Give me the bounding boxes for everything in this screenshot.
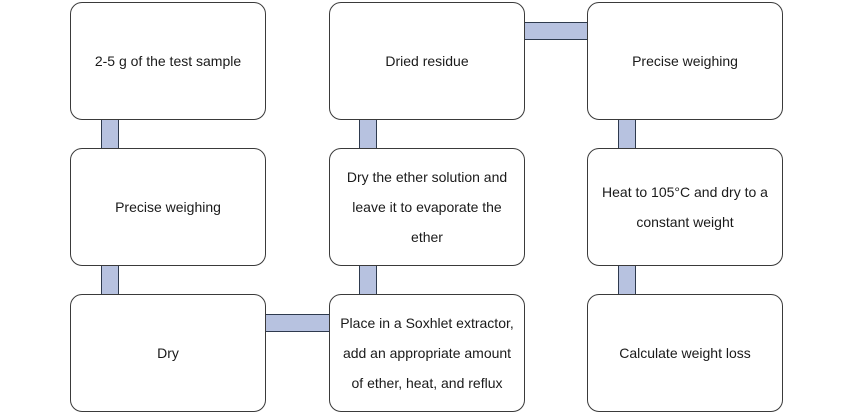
- step-dried-residue: Dried residue: [329, 2, 525, 120]
- step-precise-weighing-residue-label: Precise weighing: [632, 53, 738, 69]
- step-dry: Dry: [70, 294, 266, 412]
- connector-soxhlet-to-evaporate: [359, 262, 377, 298]
- connector-sample-to-weighing: [101, 116, 119, 152]
- step-precise-weighing-residue: Precise weighing: [587, 2, 783, 120]
- step-precise-weighing-initial: Precise weighing: [70, 148, 266, 266]
- step-dry-label: Dry: [157, 345, 179, 361]
- step-calculate-weight-loss-label: Calculate weight loss: [619, 345, 751, 361]
- step-evaporate-ether-label: Dry the ether solution and leave it to e…: [346, 169, 508, 245]
- step-evaporate-ether: Dry the ether solution and leave it to e…: [329, 148, 525, 266]
- connector-weighing-to-heat: [618, 116, 636, 152]
- connector-residue-to-weighing: [520, 22, 592, 40]
- step-heat-dry: Heat to 105°C and dry to a constant weig…: [587, 148, 783, 266]
- step-test-sample-label: 2-5 g of the test sample: [94, 53, 242, 69]
- step-dried-residue-label: Dried residue: [385, 53, 469, 69]
- step-heat-dry-label: Heat to 105°C and dry to a constant weig…: [602, 184, 768, 230]
- connector-dry-to-soxhlet: [262, 314, 333, 332]
- step-calculate-weight-loss: Calculate weight loss: [587, 294, 783, 412]
- step-precise-weighing-initial-label: Precise weighing: [115, 199, 221, 215]
- step-soxhlet-extraction: Place in a Soxhlet extractor, add an app…: [329, 294, 525, 412]
- step-test-sample: 2-5 g of the test sample: [70, 2, 266, 120]
- connector-weighing-to-dry: [101, 262, 119, 298]
- step-soxhlet-extraction-label: Place in a Soxhlet extractor, add an app…: [340, 315, 514, 391]
- connector-evaporate-to-residue: [359, 116, 377, 152]
- connector-heat-to-calc: [618, 262, 636, 298]
